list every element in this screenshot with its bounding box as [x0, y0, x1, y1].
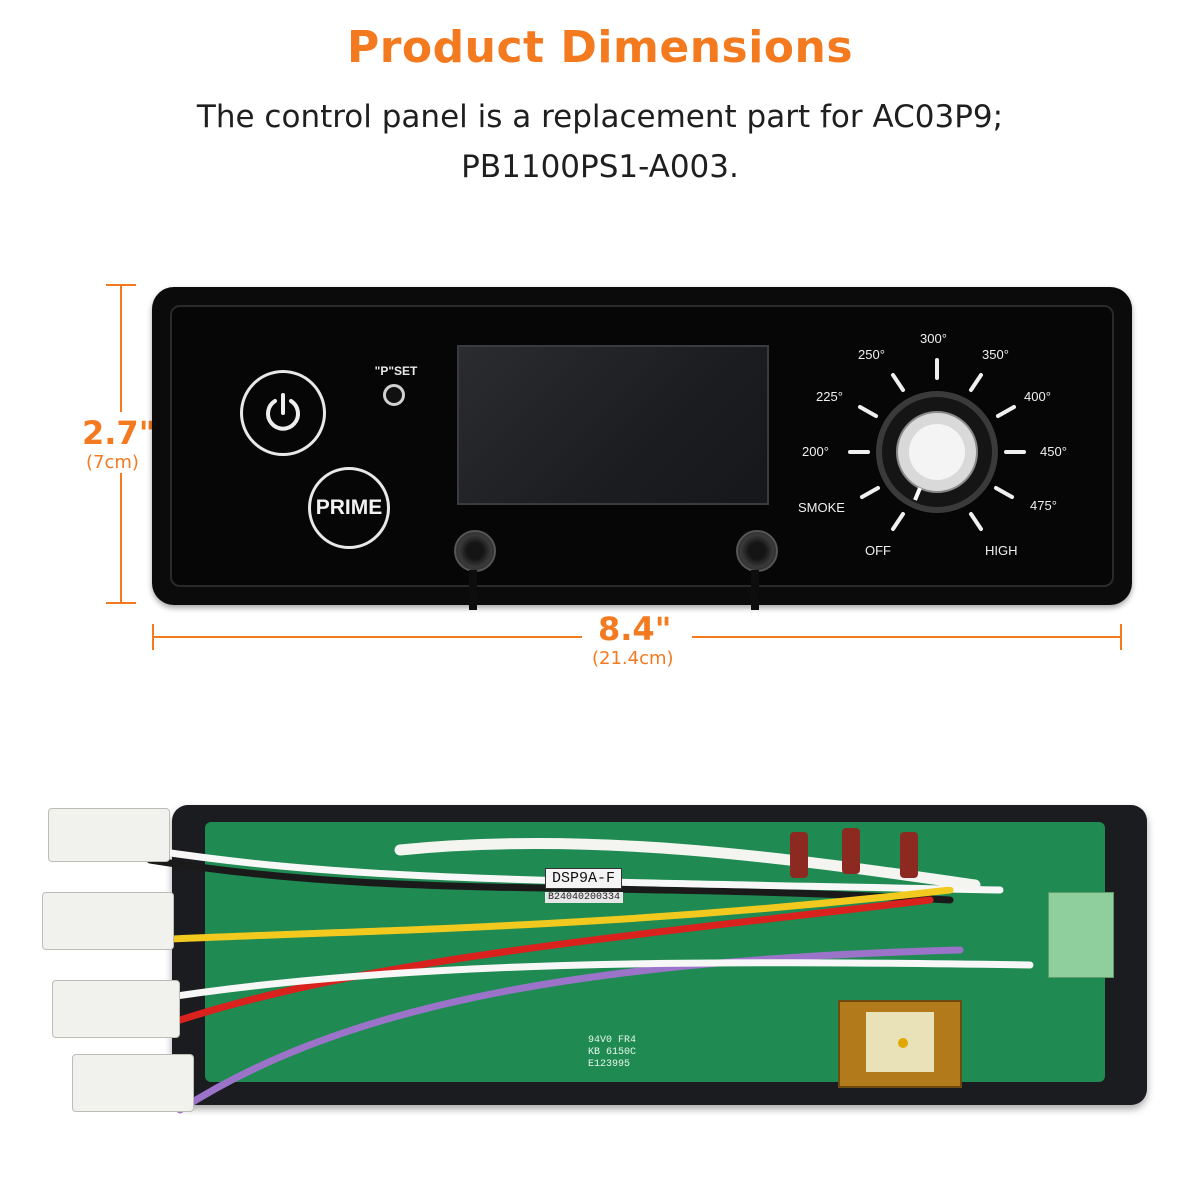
subtitle-line-1: The control panel is a replacement part … — [196, 99, 1004, 135]
circuit-board — [205, 822, 1105, 1082]
dial-label-smoke: SMOKE — [798, 500, 845, 515]
dial-label-300: 300° — [920, 331, 947, 346]
board-serial: B24040200334 — [545, 892, 624, 903]
board-markings: 94V0 FR4 KB 6150C E123995 — [588, 1035, 636, 1071]
probe-jack-left[interactable] — [454, 530, 496, 572]
dial-label-350: 350° — [982, 347, 1009, 362]
dial-label-off: OFF — [865, 543, 891, 558]
capacitor — [900, 832, 918, 878]
temperature-knob[interactable] — [878, 394, 996, 512]
wire-connector-4 — [72, 1054, 194, 1112]
dial-label-high: HIGH — [985, 543, 1018, 558]
width-dimension-cap-left — [152, 624, 154, 650]
width-dimension-line-left — [152, 636, 582, 638]
wire-connector-2 — [42, 892, 174, 950]
terminal-block — [1048, 892, 1114, 978]
pset-button[interactable] — [383, 384, 405, 406]
board-mark-line-2: KB 6150C — [588, 1047, 637, 1058]
capacitor — [790, 832, 808, 878]
lcd-display — [457, 345, 769, 505]
board-mark-line-3: E123995 — [588, 1059, 631, 1070]
probe-jack-right[interactable] — [736, 530, 778, 572]
page-subtitle: The control panel is a replacement part … — [120, 92, 1080, 192]
power-button[interactable] — [240, 370, 326, 456]
dial-label-450: 450° — [1040, 444, 1067, 459]
power-icon — [266, 393, 300, 431]
capacitor — [842, 828, 860, 874]
board-mark-line-1: 94V0 FR4 — [588, 1035, 637, 1046]
width-dimension-line-right — [692, 636, 1122, 638]
page-title: Product Dimensions — [346, 22, 854, 73]
dial-label-200: 200° — [802, 444, 829, 459]
height-dimension-cap-bottom — [106, 602, 136, 604]
dial-label-225: 225° — [816, 389, 843, 404]
pset-label: "P"SET — [374, 364, 418, 378]
height-dimension-value: 2.7" — [80, 412, 158, 454]
height-dimension-cap-top — [106, 284, 136, 286]
wire-connector-3 — [52, 980, 180, 1038]
probe-cable-left — [469, 570, 477, 610]
wire-connector-1 — [48, 808, 170, 862]
subtitle-line-2: PB1100PS1-A003. — [461, 149, 739, 185]
height-dimension-metric: (7cm) — [84, 452, 141, 473]
width-dimension-metric: (21.4cm) — [592, 648, 674, 669]
transformer-dot — [898, 1038, 908, 1048]
width-dimension-value: 8.4" — [598, 610, 672, 648]
prime-button[interactable]: PRIME — [308, 467, 390, 549]
dial-label-250: 250° — [858, 347, 885, 362]
probe-cable-right — [751, 570, 759, 610]
dial-label-475: 475° — [1030, 498, 1057, 513]
width-dimension-cap-right — [1120, 624, 1122, 650]
board-model-code: DSP9A-F — [545, 868, 623, 889]
transformer — [838, 1000, 962, 1088]
dial-label-400: 400° — [1024, 389, 1051, 404]
